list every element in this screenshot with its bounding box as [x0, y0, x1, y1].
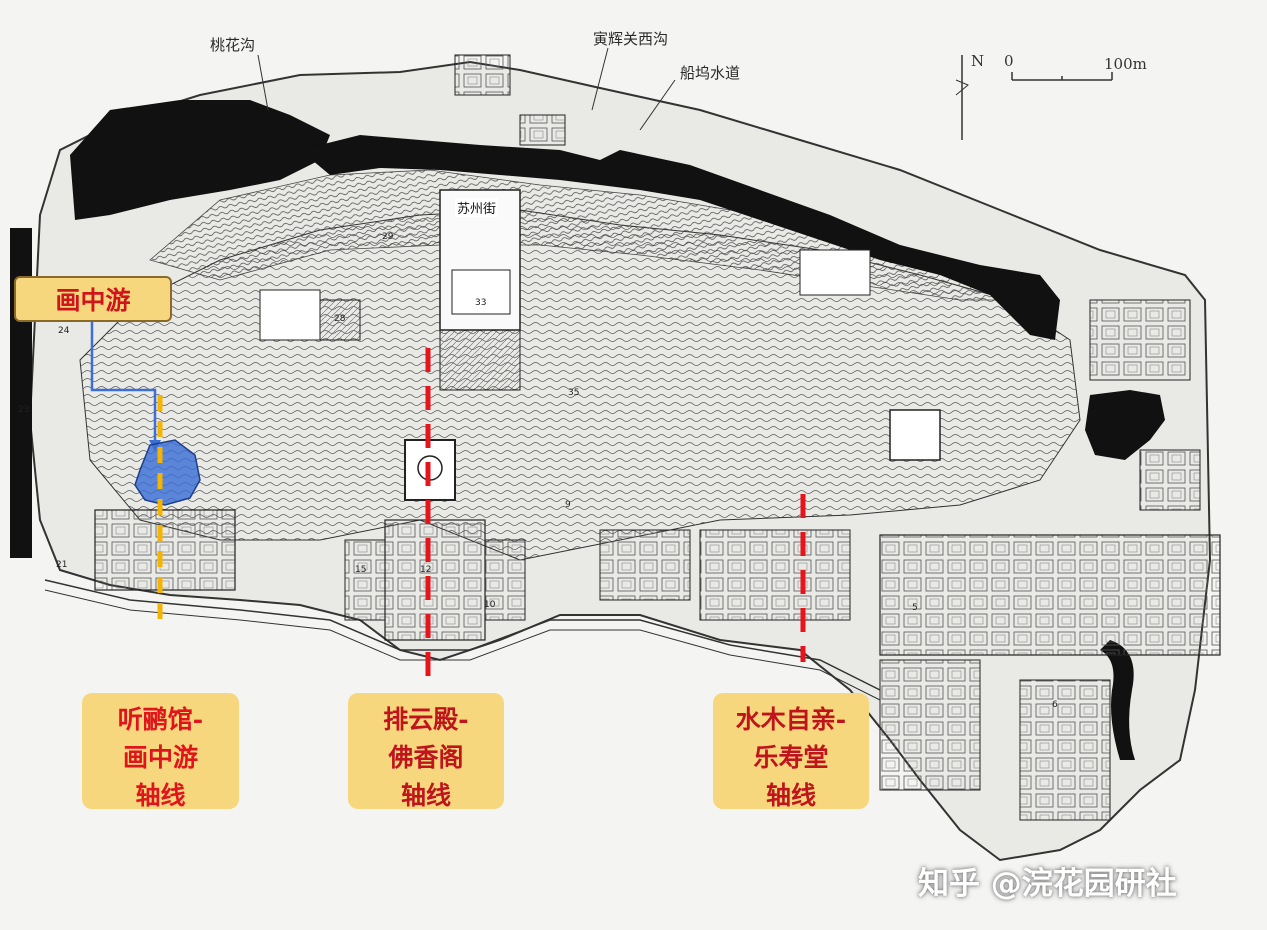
axis-card-line: 听鹂馆-: [117, 705, 204, 734]
north-lake: [70, 100, 330, 220]
scale-hundred: 100m: [1104, 55, 1147, 73]
building-number: 10: [484, 600, 496, 610]
axis-card-line: 轴线: [400, 781, 451, 810]
building-number: 6: [1052, 700, 1058, 710]
building-number: 15: [355, 565, 367, 575]
building-number: 33: [475, 298, 487, 308]
building-number: 5: [912, 603, 918, 613]
axis-card-line: 排云殿-: [383, 705, 469, 734]
label-chuanwu: 船坞水道: [680, 64, 741, 82]
building-number: 12: [420, 565, 432, 575]
north-label: N: [971, 52, 985, 70]
watermark: 知乎 @浣花园研社: [918, 866, 1177, 902]
axis-card-line: 水木自亲-: [735, 705, 847, 734]
axis-card-shuimuziqin: 水木自亲- 乐寿堂 轴线: [713, 693, 869, 810]
building-number: 9: [565, 500, 571, 510]
axis-card-paiyundian: 排云殿- 佛香阁 轴线: [348, 693, 504, 810]
label-yinhuiguan: 寅辉关西沟: [593, 30, 669, 48]
tag-huazhongyou: 画中游: [14, 276, 172, 322]
axis-card-line: 乐寿堂: [753, 743, 829, 772]
label-suzhoujie: 苏州街: [455, 198, 499, 217]
axis-card-line: 轴线: [135, 781, 186, 810]
axis-card-line: 佛香阁: [388, 743, 464, 772]
scale-zero: 0: [1004, 52, 1014, 70]
building-number: 23: [18, 405, 30, 415]
huazhongyou-leader: [90, 322, 157, 445]
huazhongyou-highlight: [134, 439, 201, 506]
axis-card-line: 画中游: [122, 743, 198, 772]
building-number: 21: [56, 560, 68, 570]
building-number: 29: [382, 232, 394, 242]
label-taohuagou: 桃花沟: [210, 36, 256, 54]
building-number: 35: [568, 388, 580, 398]
axis-card-tingliguan: 听鹂馆- 画中游 轴线: [82, 693, 239, 810]
building-number: 28: [334, 314, 346, 324]
axis-card-line: 轴线: [765, 781, 816, 810]
building-number: 24: [58, 326, 70, 336]
